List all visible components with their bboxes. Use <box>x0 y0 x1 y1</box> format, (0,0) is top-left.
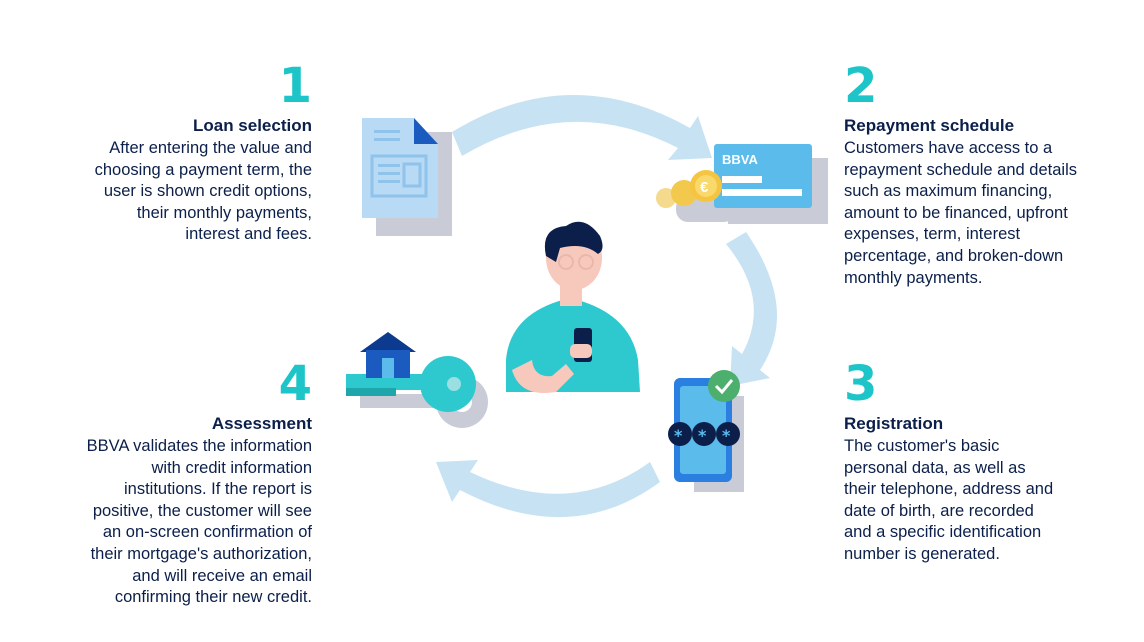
step-4: 4 Assessment BBVA validates the informat… <box>40 360 312 609</box>
person-illustration <box>506 221 640 394</box>
arrow-right <box>726 232 778 386</box>
step-number: 2 <box>844 58 878 114</box>
card-brand: BBVA <box>722 152 758 167</box>
pin-char: * <box>698 426 707 445</box>
pin-char: * <box>722 426 731 445</box>
step-title: Loan selection <box>192 116 312 135</box>
arrow-top <box>452 94 712 160</box>
step-1: 1 Loan selection After entering the valu… <box>40 62 312 246</box>
step-title: Assessment <box>211 414 312 433</box>
arrow-bottom <box>436 460 660 518</box>
coin-symbol: € <box>700 179 709 196</box>
step-title: Registration <box>844 414 944 433</box>
cycle-arrows <box>436 94 778 518</box>
pin-char: * <box>674 426 683 445</box>
house-key-icon <box>346 332 488 428</box>
step-number: 3 <box>844 356 878 412</box>
step-2: 2 Repayment schedule Customers have acce… <box>844 62 1124 289</box>
step-number: 4 <box>278 356 312 412</box>
document-icon <box>362 118 452 236</box>
step-number: 1 <box>278 58 312 114</box>
step-title: Repayment schedule <box>844 116 1015 135</box>
coins-icon: € <box>656 170 722 208</box>
phone-icon: * * * <box>668 370 744 492</box>
